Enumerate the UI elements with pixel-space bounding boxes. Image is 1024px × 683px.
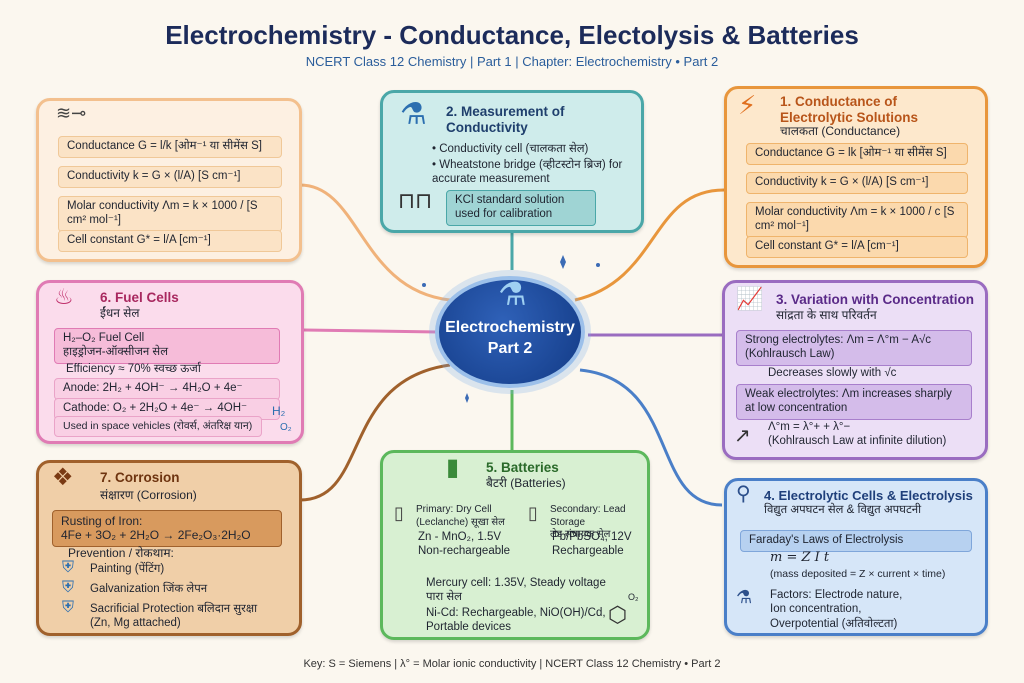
conductance-formula-3: Molar conductivity Λm = k × 1000 / c [S … [746, 202, 968, 238]
battery-icon: ▮ [446, 454, 460, 481]
measurement-bullet-1: • Conductivity cell (चालकता सेल) [432, 143, 589, 155]
batteries-mercury: Mercury cell: 1.35V, Steady voltage पारा… [426, 577, 606, 604]
lead-cell-icon: ▯ [528, 503, 538, 523]
galvanize-icon: ⛨ [62, 579, 75, 596]
fuel-anode: Anode: 2H₂ + 4OH⁻ → 4H₂O + 4e⁻ [54, 378, 280, 400]
kcl-calibration: KCl standard solution used for calibrati… [446, 190, 596, 226]
batteries-secondary: Secondary: Lead Storage लेड संचायक सेल [550, 504, 626, 540]
electrolytic-factors: Factors: Electrode nature, Ion concentra… [770, 589, 903, 630]
lightning-icon: ⚡ [738, 90, 757, 120]
shield-icon: ⛨ [62, 559, 75, 576]
variation-slow: Decreases slowly with √c [768, 367, 897, 379]
electrolytic-hindi: विद्युत अपघटन सेल & विद्युत अपघटनी [764, 504, 922, 516]
center-line-1: Electrochemistry [445, 319, 575, 336]
variation-heading: 3. Variation with Concentration [776, 292, 975, 307]
batteries-nicd: Ni-Cd: Rechargeable, NiO(OH)/Cd, Portabl… [426, 607, 606, 634]
corrosion-prevention: Prevention / रोकथाम: [68, 546, 174, 560]
chart-up-icon: 📈 [736, 286, 764, 311]
rust-icon: ❖ [52, 464, 74, 491]
fuel-uses: Used in space vehicles (रोवर्स, अंतरिक्ष… [54, 416, 262, 437]
corrosion-sacrificial: Sacrificial Protection बलिदान सुरक्षा (Z… [90, 603, 258, 630]
dry-cell-icon: ▯ [394, 503, 404, 523]
fuel-cell-type: H₂–O₂ Fuel Cell हाइड्रोजन-ऑक्सीजन सेल [54, 328, 280, 364]
electrolytic-faraday: Faraday's Laws of Electrolysis [740, 530, 972, 552]
electrolytic-mass: (mass deposited = Z × current × time) [770, 568, 946, 580]
variation-hindi: सांद्रता के साथ परिवर्तन [776, 308, 877, 322]
conductance-formula-4: Cell constant G* = l/A [cm⁻¹] [746, 236, 968, 258]
card-electrolytic [724, 478, 988, 636]
batteries-o2-label: O₂ [628, 592, 639, 602]
electrolytic-heading: 4. Electrolytic Cells & Electrolysis [764, 488, 973, 503]
benzene-ring-icon: ⬡ [608, 602, 628, 627]
page-subtitle: NCERT Class 12 Chemistry | Part 1 | Chap… [305, 54, 719, 69]
formula-molar: Molar conductivity Λm = k × 1000 / [S cm… [58, 196, 282, 232]
card-batteries [380, 450, 650, 640]
formula-cell-constant: Cell constant G* = l/A [cm⁻¹] [58, 230, 282, 252]
batteries-primary-detail: Zn - MnO₂, 1.5V Non-rechargeable [418, 531, 511, 558]
trend-chart-icon: ↗ [734, 425, 751, 447]
conductance-formula-1: Conductance G = lk [ओम⁻¹ या सीमेंस S] [746, 143, 968, 165]
center-flask-icon: ⚗ [498, 276, 527, 312]
electrolysis-cell-icon: ⚗ [736, 587, 753, 607]
card-corrosion [36, 460, 302, 636]
variation-strong: Strong electrolytes: Λm = Λ°m − A√c (Koh… [736, 330, 972, 366]
formula-conductance: Conductance G = l/k [ओम⁻¹ या सीमेंस S] [58, 136, 282, 158]
measurement-heading: 2. Measurement of Conductivity [446, 104, 565, 136]
conductance-heading: 1. Conductance of Electrolytic Solutions [780, 94, 919, 126]
footer-key: Key: S = Siemens | λ° = Molar ionic cond… [303, 658, 721, 670]
fuel-flame-icon: ♨ [54, 284, 74, 309]
corrosion-hindi: संक्षारण (Corrosion) [100, 488, 197, 502]
corrosion-painting: Painting (पेंटिंग) [90, 563, 165, 575]
batteries-hindi: बैटरी (Batteries) [486, 476, 566, 490]
wires-icon: ≋⊸ [56, 103, 87, 123]
center-line-2: Part 2 [487, 339, 533, 357]
center-node [435, 276, 585, 388]
batteries-secondary-detail: Pb/PbSO₄, 12V Rechargeable [552, 531, 632, 558]
electrolysis-icon: ⚲ [736, 483, 751, 505]
corrosion-heading: 7. Corrosion [100, 470, 180, 485]
electrolytic-formula: m = Z I t [770, 550, 830, 565]
conductance-formula-2: Conductivity k = G × (l/A) [S cm⁻¹] [746, 172, 968, 194]
bridge-icon: ⊓⊓ [398, 188, 433, 213]
center-label: Electrochemistry Part 2 [435, 318, 585, 360]
fuel-o2-label: O₂ [280, 422, 292, 433]
fuel-cathode: Cathode: O₂ + 2H₂O + 4e⁻ → 4OH⁻ [54, 398, 280, 420]
corrosion-galvanization: Galvanization जिंक लेपन [90, 583, 208, 595]
fuel-h2-label: H₂ [272, 404, 286, 418]
fuel-hindi: ईंधन सेल [100, 306, 140, 320]
fuel-efficiency: Efficiency ≈ 70% स्वच्छ ऊर्जा [66, 363, 201, 375]
card-variation [722, 280, 988, 460]
fuel-heading: 6. Fuel Cells [100, 290, 179, 305]
corrosion-rusting: Rusting of Iron: 4Fe + 3O₂ + 2H₂O → 2Fe₂… [52, 510, 282, 547]
page-title: Electrochemistry - Conductance, Electoly… [165, 20, 859, 50]
variation-weak: Weak electrolytes: Λm increases sharply … [736, 384, 972, 420]
variation-kohlrausch: Λ°m = λ°+ + λ°− (Kohlrausch Law at infin… [768, 421, 947, 448]
batteries-heading: 5. Batteries [486, 460, 559, 475]
beaker-icon: ⚗ [400, 98, 427, 131]
batteries-primary: Primary: Dry Cell (Leclanche) सूखा सेल [416, 504, 505, 528]
conductance-hindi: चालकता (Conductance) [780, 124, 901, 138]
measurement-bullet-2: • Wheatstone bridge (व्हीटस्टोन ब्रिज) f… [432, 159, 623, 186]
formula-conductivity: Conductivity k = G × (l/A) [S cm⁻¹] [58, 166, 282, 188]
bolt-shield-icon: ⛨ [62, 599, 75, 616]
